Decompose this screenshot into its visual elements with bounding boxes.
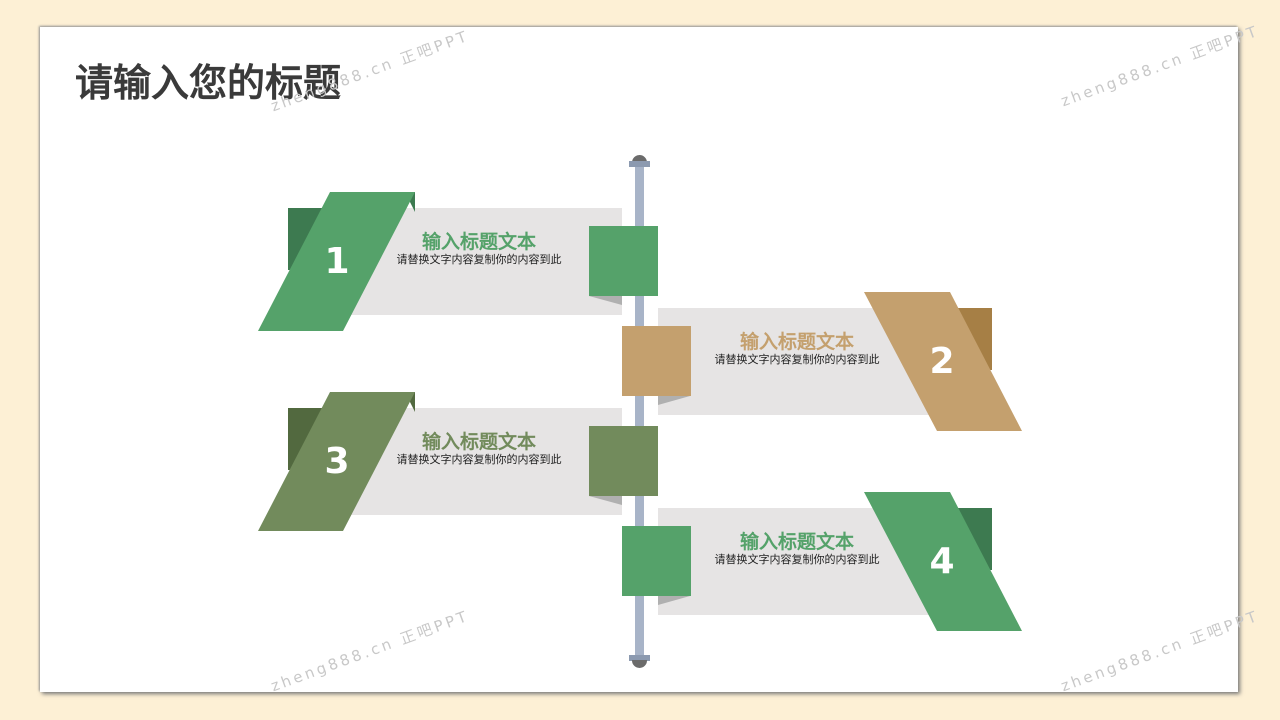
- item-3-heading: 输入标题文本: [421, 431, 536, 453]
- item-2-heading: 输入标题文本: [739, 331, 854, 353]
- pole-top-cap: [629, 161, 650, 167]
- timeline-pole: [635, 163, 644, 661]
- pole-bottom-knob: [632, 660, 647, 668]
- item-4-number: 4: [929, 541, 955, 582]
- item-3-body: 请替换文字内容复制你的内容到此: [396, 453, 562, 466]
- item-4-heading: 输入标题文本: [739, 531, 854, 553]
- pole-top-knob: [632, 155, 647, 163]
- item-2-number: 2: [929, 341, 955, 382]
- item-2-marker: [622, 326, 691, 396]
- item-1-body: 请替换文字内容复制你的内容到此: [396, 253, 562, 266]
- slide-title: 请输入您的标题: [75, 61, 342, 105]
- item-2-body: 请替换文字内容复制你的内容到此: [714, 353, 880, 366]
- item-1-number: 1: [324, 241, 350, 282]
- item-4-body: 请替换文字内容复制你的内容到此: [714, 553, 880, 566]
- pole-bottom-cap: [629, 655, 650, 661]
- item-4-marker: [622, 526, 691, 596]
- item-1-marker: [589, 226, 658, 296]
- item-3-number: 3: [324, 441, 350, 482]
- item-3-marker: [589, 426, 658, 496]
- item-1-heading: 输入标题文本: [421, 231, 536, 253]
